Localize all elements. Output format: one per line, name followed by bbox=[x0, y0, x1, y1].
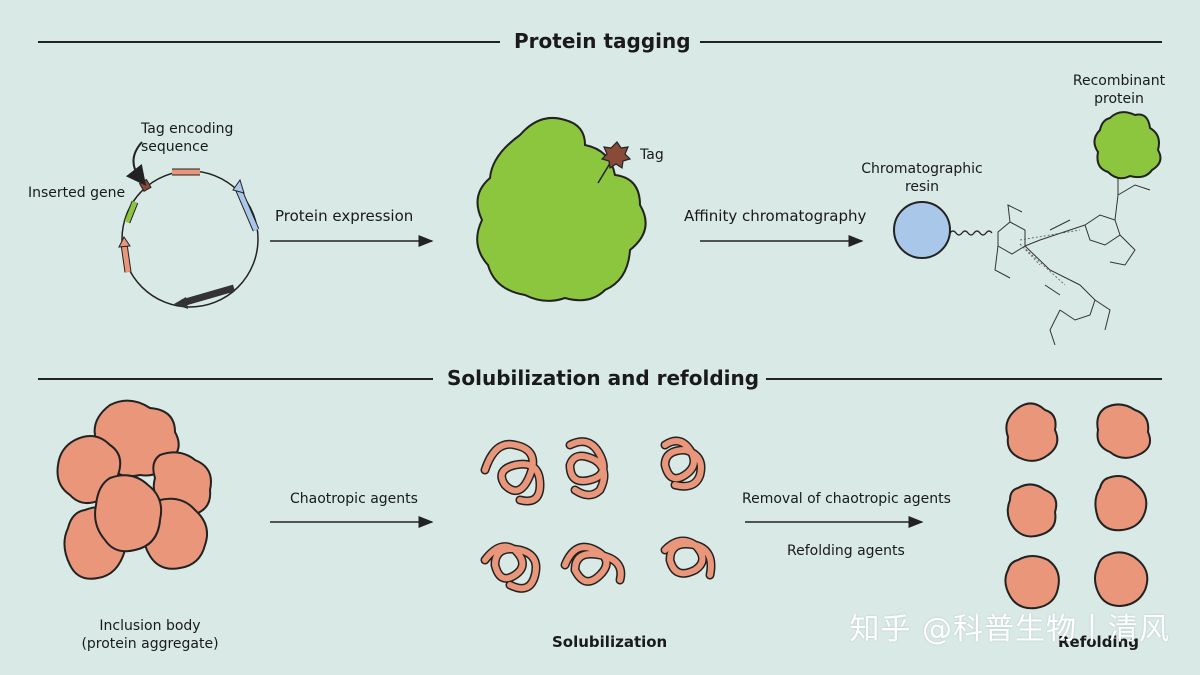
recombinant-protein-shape bbox=[1093, 111, 1162, 180]
label-refolding: Refolding bbox=[1058, 633, 1139, 651]
chromatographic-resin bbox=[893, 175, 1151, 346]
watermark-text: 知乎 @科普生物丨清风 bbox=[849, 612, 1170, 647]
label-recombinant-protein: Recombinant protein bbox=[1072, 73, 1166, 107]
label-protein-expression: Protein expression bbox=[275, 207, 414, 225]
tag-icon bbox=[600, 141, 632, 170]
label-inclusion-body: Inclusion body (protein aggregate) bbox=[81, 618, 219, 652]
section-title-solubilization: Solubilization and refolding bbox=[433, 366, 766, 390]
inclusion-body-aggregate bbox=[56, 399, 212, 580]
label-tag: Tag bbox=[640, 147, 664, 163]
expressed-protein bbox=[476, 116, 647, 302]
top-rule-right bbox=[700, 41, 1162, 43]
label-removal-of-chaotropic-agents: Removal of chaotropic agents bbox=[742, 491, 951, 507]
label-chromatographic-resin: Chromatographic resin bbox=[861, 161, 983, 195]
label-inserted-gene: Inserted gene bbox=[28, 185, 126, 201]
bottom-rule-right bbox=[766, 378, 1162, 380]
label-affinity-chromatography: Affinity chromatography bbox=[684, 207, 867, 225]
plasmid-diagram bbox=[118, 141, 260, 309]
top-rule-left bbox=[38, 41, 500, 43]
refolded-proteins bbox=[1004, 402, 1151, 610]
solubilized-chains bbox=[480, 436, 716, 593]
label-chaotropic-agents: Chaotropic agents bbox=[290, 491, 418, 507]
section-title-protein-tagging: Protein tagging bbox=[500, 29, 700, 53]
label-refolding-agents: Refolding agents bbox=[787, 543, 905, 559]
label-tag-encoding-sequence: Tag encoding sequence bbox=[141, 121, 234, 155]
label-solubilization: Solubilization bbox=[552, 633, 668, 651]
bottom-rule-left bbox=[38, 378, 433, 380]
